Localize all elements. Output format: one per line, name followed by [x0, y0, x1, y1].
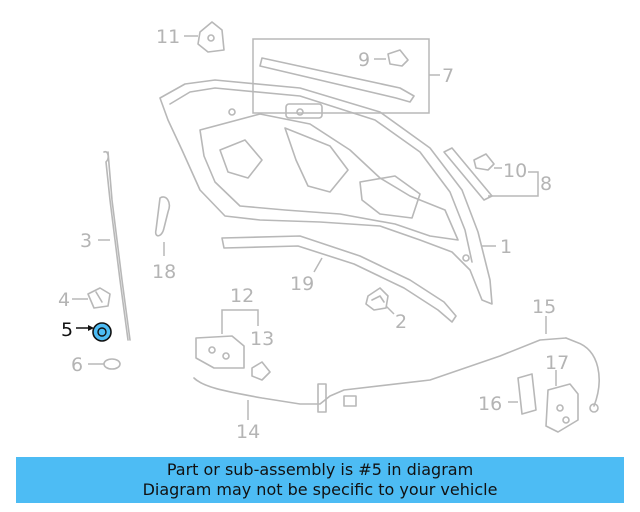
callout-16: 16: [478, 393, 502, 415]
callout-8: 8: [540, 173, 552, 195]
prop-rod-grommet-highlighted: [92, 322, 112, 342]
callout-3: 3: [80, 230, 92, 252]
callout-2: 2: [395, 311, 407, 333]
callout-1: 1: [500, 236, 512, 258]
release-cable: [193, 337, 567, 413]
callout-19: 19: [290, 273, 314, 295]
callout-10: 10: [503, 160, 527, 182]
hood-latch: [195, 335, 245, 369]
banner-line-1: Part or sub-assembly is #5 in diagram: [166, 460, 474, 479]
callout-18: 18: [152, 261, 176, 283]
callout-9: 9: [358, 49, 370, 71]
hood-panel: [159, 79, 493, 305]
info-banner: Part or sub-assembly is #5 in diagram Di…: [16, 457, 624, 503]
handle-bracket: [545, 383, 579, 433]
banner-line-2: Diagram may not be specific to your vehi…: [142, 480, 498, 499]
callout-14: 14: [236, 421, 260, 443]
callout-11: 11: [156, 26, 180, 48]
hood-seal: [221, 235, 457, 323]
parts-diagram: 1 2 3 4 5 6 7 8: [58, 21, 600, 443]
callout-6: 6: [71, 354, 83, 376]
callout-15: 15: [532, 296, 556, 318]
plug: [103, 358, 121, 370]
seal-bracket-8: [443, 147, 493, 201]
prop-rod: [103, 150, 131, 341]
clip-10: [473, 153, 495, 171]
rod-holder: [154, 196, 171, 237]
seal-box: [252, 38, 430, 114]
latch-bolt: [251, 361, 271, 381]
callout-13: 13: [250, 328, 274, 350]
callout-7: 7: [442, 65, 454, 87]
rod-clip: [87, 287, 111, 309]
callout-12: 12: [230, 285, 254, 307]
callout-17: 17: [545, 352, 569, 374]
clip-11: [197, 21, 225, 53]
callout-4: 4: [58, 289, 70, 311]
release-handle: [517, 373, 537, 415]
clip-9: [387, 49, 409, 67]
callout-5: 5: [61, 319, 73, 341]
grommet: [365, 287, 389, 311]
cable-end: [565, 337, 600, 413]
